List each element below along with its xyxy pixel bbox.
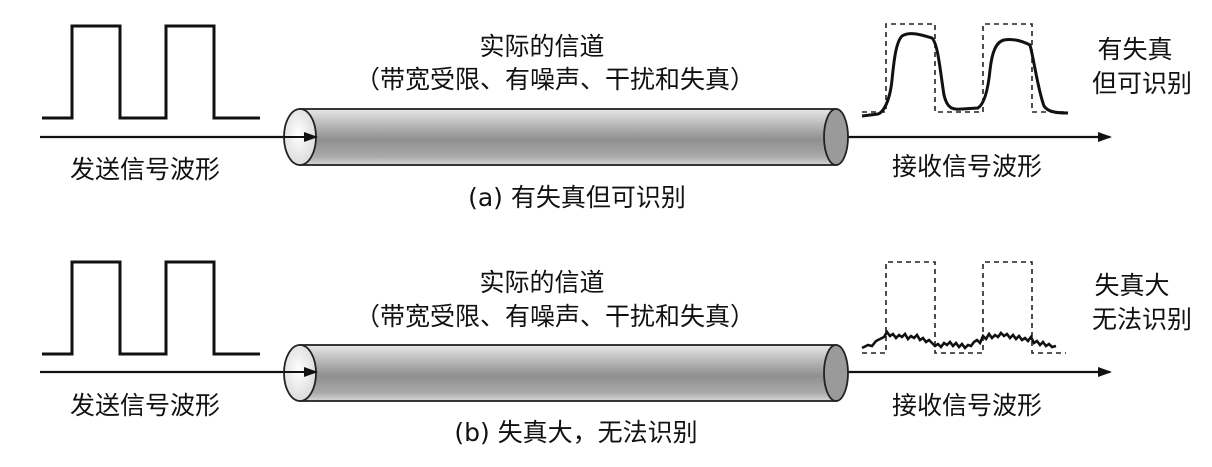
transmit-waveform-b (42, 260, 260, 356)
channel-desc-a: （带宽受限、有噪声、干扰和失真） (355, 65, 755, 94)
status-line2-b: 无法识别 (1092, 305, 1192, 334)
status-line1-b: 失真大 (1094, 271, 1169, 300)
status-line1-a: 有失真 (1097, 35, 1172, 64)
send-label-a: 发送信号波形 (70, 155, 220, 184)
channel-title-b: 实际的信道 (479, 268, 604, 297)
channel-pipe-a (283, 108, 849, 166)
channel-title-a: 实际的信道 (479, 32, 604, 61)
recv-label-b: 接收信号波形 (892, 391, 1042, 420)
reference-pulse-outline-a (862, 23, 1064, 113)
caption-a: (a) 有失真但可识别 (468, 183, 686, 212)
caption-b: (b) 失真大，无法识别 (454, 418, 697, 447)
recv-label-a: 接收信号波形 (892, 152, 1042, 181)
transmit-waveform-a (42, 24, 260, 120)
panel-b: 实际的信道 （带宽受限、有噪声、干扰和失真） 发送信号波形 接收信号波形 失真大… (40, 260, 1192, 447)
received-waveform-b (861, 329, 1057, 350)
channel-pipe-b (283, 344, 849, 402)
received-waveform-a (861, 32, 1069, 118)
reference-pulse-outline-b (862, 261, 1066, 354)
panel-a: 实际的信道 （带宽受限、有噪声、干扰和失真） 发送信号波形 接收信号波形 有失真… (40, 23, 1192, 212)
channel-desc-b: （带宽受限、有噪声、干扰和失真） (355, 302, 755, 331)
status-line2-a: 但可识别 (1092, 69, 1192, 98)
send-label-b: 发送信号波形 (70, 391, 220, 420)
